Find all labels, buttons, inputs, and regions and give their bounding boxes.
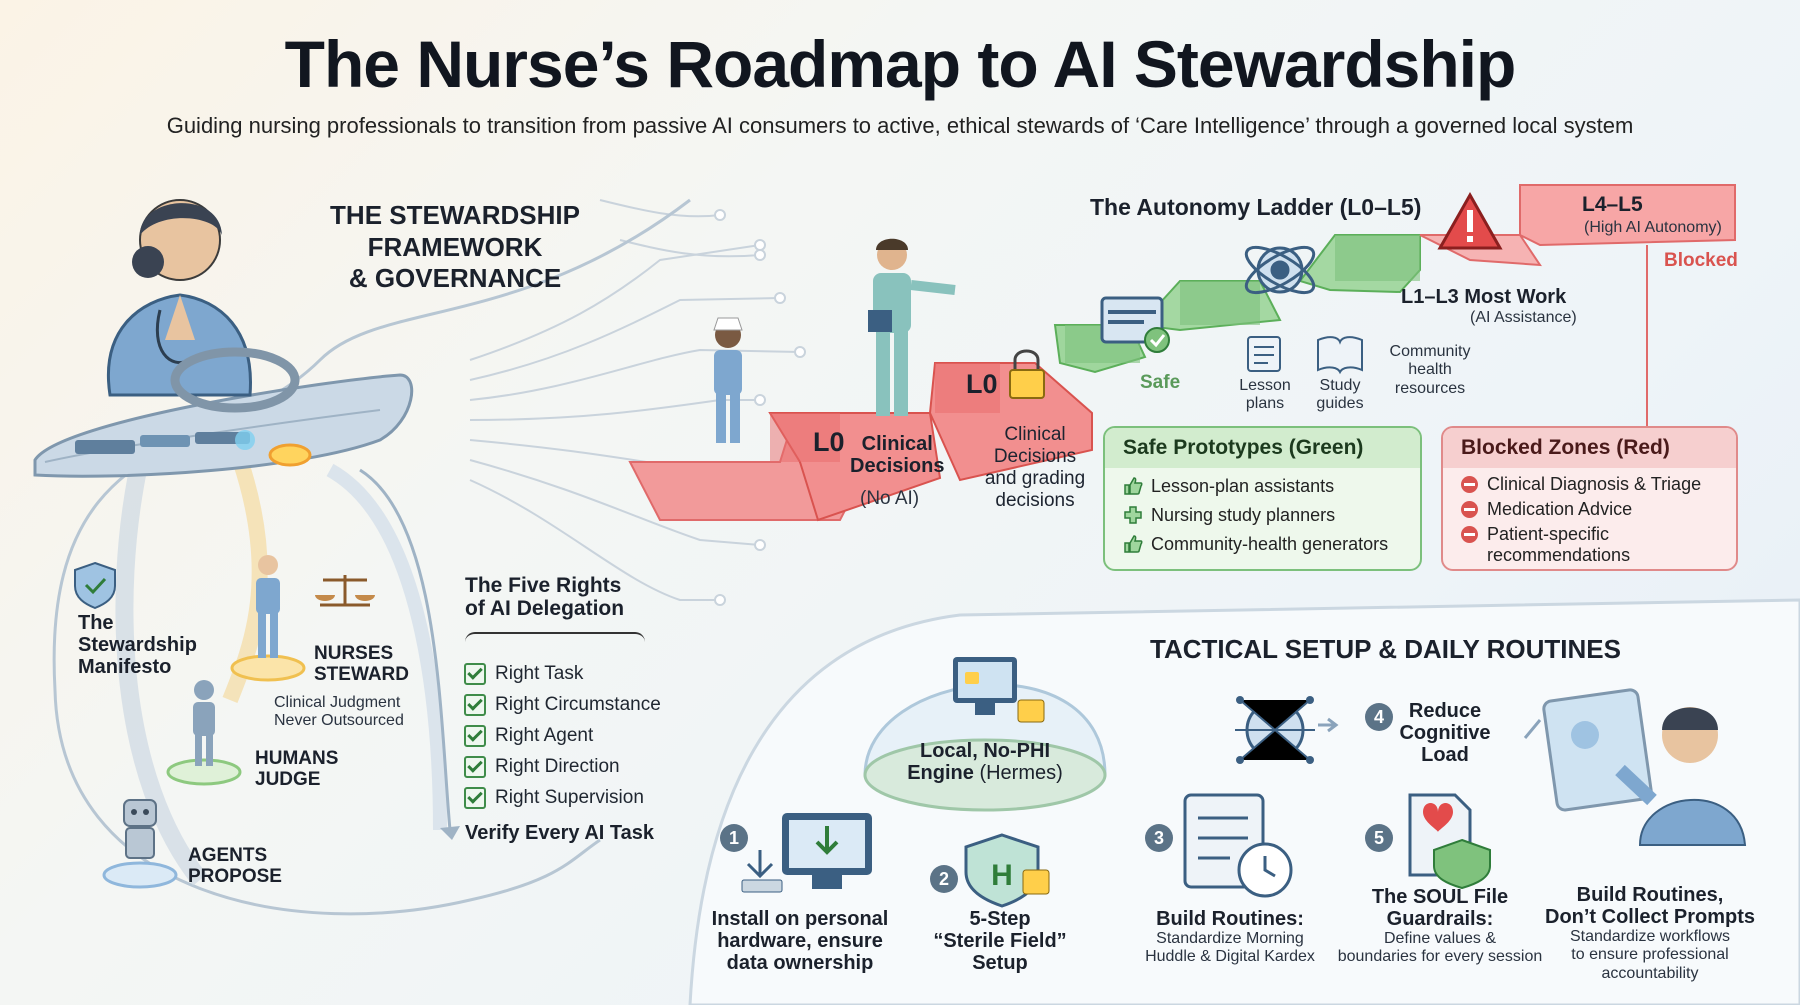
no-entry-icon — [1461, 476, 1478, 493]
step-5-label: The SOUL File Guardrails: Define values … — [1337, 886, 1543, 966]
five-rights-item: Right Task — [464, 663, 661, 685]
nurse-pointing-illustration — [868, 238, 956, 416]
l0-note: Clinical Decisions and grading decisions — [984, 424, 1086, 511]
brain-network-icon — [1235, 696, 1339, 764]
stewardship-manifesto-label: The Stewardship Manifesto — [78, 612, 197, 678]
lesson-plans-label: Lesson plans — [1239, 377, 1291, 413]
prohibited-icon — [1461, 526, 1478, 543]
l1-l3-label: L1–L3 Most Work — [1401, 286, 1567, 308]
nurse-small-illustration — [713, 317, 743, 443]
no-ai-label: (No AI) — [860, 488, 920, 509]
l0-lock-icon — [1009, 349, 1045, 399]
humans-judge-label: HUMANS JUDGE — [255, 748, 339, 790]
safe-prototypes-list: Lesson-plan assistants Nursing study pla… — [1105, 468, 1420, 555]
plus-icon — [1124, 506, 1142, 524]
step-1-badge: 1 — [720, 824, 748, 852]
study-guide-icon — [1317, 336, 1363, 375]
page-title: The Nurse’s Roadmap to AI Stewardship — [284, 27, 1517, 101]
step-2-badge: 2 — [930, 865, 958, 893]
nurse-driver-illustration — [107, 199, 300, 413]
blocked-zone-item: Medication Advice — [1461, 499, 1736, 520]
blocked-zones-list: Clinical Diagnosis & Triage Medication A… — [1443, 468, 1736, 566]
blocked-zones-box: Blocked Zones (Red) Clinical Diagnosis &… — [1441, 426, 1738, 571]
l0-step-label: Clinical Decisions — [850, 433, 945, 477]
governance-figures — [74, 555, 375, 889]
checkbox-icon — [464, 787, 486, 809]
verify-ai-task: Verify Every AI Task — [465, 822, 655, 844]
lesson-plan-icon — [1247, 336, 1281, 372]
safe-prototype-item: Nursing study planners — [1123, 505, 1420, 526]
warning-icon — [1437, 191, 1503, 250]
blocked-zone-item: Clinical Diagnosis & Triage — [1461, 474, 1736, 495]
step-3-badge: 3 — [1145, 824, 1173, 852]
ladder-title: The Autonomy Ladder (L0–L5) — [1090, 194, 1422, 220]
five-rights-item: Right Supervision — [464, 787, 661, 809]
svg-text:H: H — [991, 859, 1013, 892]
five-rights-item: Right Direction — [464, 756, 661, 778]
soul-file-icon — [1408, 793, 1491, 890]
install-monitor-icon — [741, 813, 872, 893]
no-entry-icon — [1461, 501, 1478, 518]
l0-lock-code: L0 — [966, 369, 998, 399]
checkbox-icon — [464, 663, 486, 685]
five-rights-list: Right Task Right Circumstance Right Agen… — [464, 663, 661, 819]
thumbs-up-icon — [1124, 535, 1143, 553]
thumbs-up-icon — [1124, 477, 1143, 495]
safe-prototype-item: Community-health generators — [1123, 534, 1420, 555]
safe-prototypes-box: Safe Prototypes (Green) Lesson-plan assi… — [1103, 426, 1422, 571]
step-3-label: Build Routines: Standardize Morning Hudd… — [1145, 908, 1315, 966]
five-rights-item: Right Circumstance — [464, 694, 661, 716]
nurses-steward-label: NURSES STEWARD — [314, 643, 409, 685]
step-5-badge: 5 — [1365, 824, 1393, 852]
blocked-label: Blocked — [1664, 250, 1738, 271]
l0-step-code: L0 — [813, 427, 845, 457]
tactical-title: TACTICAL SETUP & DAILY ROUTINES — [1150, 634, 1621, 664]
engine-label: Local, No-PHI Engine (Hermes) — [907, 740, 1063, 784]
sterile-shield-icon: H — [964, 833, 1050, 908]
five-rights-title: The Five Rights of AI Delegation — [465, 574, 625, 621]
step-4-label: Reduce Cognitive Load — [1399, 700, 1491, 766]
routines-clipboard-icon — [1183, 793, 1293, 898]
blocked-zones-title: Blocked Zones (Red) — [1443, 428, 1736, 468]
local-engine-dome — [863, 657, 1107, 812]
step-4-badge: 4 — [1365, 703, 1393, 731]
ai-gear-icon — [1244, 245, 1316, 295]
study-guides-label: Study guides — [1316, 377, 1364, 413]
checkbox-icon — [464, 694, 486, 716]
five-rights-item: Right Agent — [464, 725, 661, 747]
l4-l5-sub: (High AI Autonomy) — [1584, 219, 1722, 236]
cockpit-dashboard — [33, 373, 414, 478]
final-routines-label: Build Routines, Don’t Collect Prompts St… — [1545, 884, 1756, 982]
safe-prototypes-title: Safe Prototypes (Green) — [1105, 428, 1420, 468]
safe-prototype-item: Lesson-plan assistants — [1123, 476, 1420, 497]
community-health-label: Community health resources — [1389, 343, 1471, 397]
framework-title: THE STEWARDSHIP FRAMEWORK & GOVERNANCE — [330, 200, 580, 294]
l4-l5-label: L4–L5 — [1582, 193, 1643, 216]
safe-label: Safe — [1140, 372, 1181, 393]
blocked-zone-item: Patient-specific recommendations — [1461, 524, 1701, 566]
step-2-label: 5-Step “Sterile Field” Setup — [933, 908, 1067, 974]
checkbox-icon — [464, 725, 486, 747]
five-rights-brace — [465, 632, 645, 646]
agents-propose-label: AGENTS PROPOSE — [188, 845, 282, 887]
framework-outline — [52, 198, 691, 916]
safe-folder-icon — [1100, 296, 1170, 353]
page-subtitle: Guiding nursing professionals to transit… — [166, 113, 1634, 138]
checkbox-icon — [464, 756, 486, 778]
l1-l3-sub: (AI Assistance) — [1470, 309, 1577, 326]
step-1-label: Install on personal hardware, ensure dat… — [711, 908, 889, 974]
nurse-screen-illustration — [1523, 688, 1747, 846]
clinical-judgment-note: Clinical Judgment Never Outsourced — [274, 694, 404, 730]
autonomy-ladder-steps — [628, 184, 1736, 522]
